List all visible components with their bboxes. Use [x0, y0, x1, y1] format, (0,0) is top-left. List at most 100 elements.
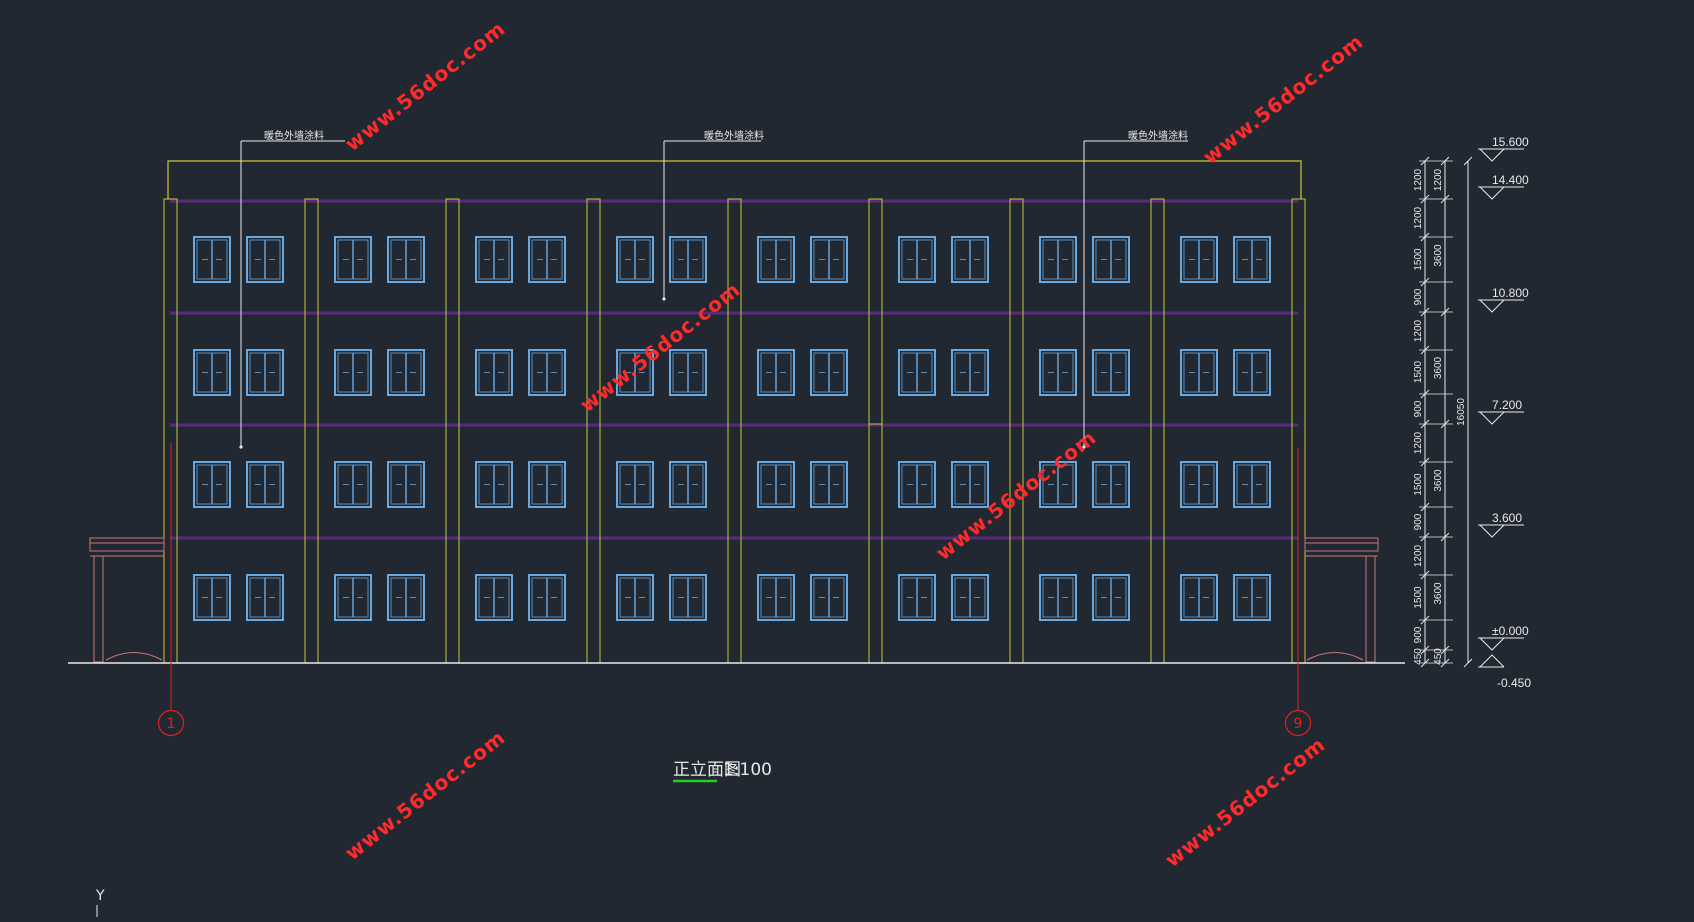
window: [1039, 574, 1077, 621]
segment-dim-text: 1500: [1413, 473, 1424, 496]
elevation-triangle: [1479, 148, 1505, 162]
dim-tick: [1440, 194, 1450, 204]
window: [951, 461, 989, 508]
window: [810, 236, 848, 283]
window: [1039, 461, 1077, 508]
window-frame: [387, 349, 425, 396]
elevation-text: 3.600: [1492, 511, 1522, 525]
window-frame: [1180, 236, 1218, 283]
dim-tick: [1420, 232, 1430, 242]
window-frame: [387, 236, 425, 283]
dim-tick: [1463, 658, 1473, 668]
window: [1180, 574, 1218, 621]
canopy-step: [105, 652, 163, 661]
window: [1233, 461, 1271, 508]
window-frame: [246, 236, 284, 283]
dim-tick: [1420, 194, 1430, 204]
window-frame: [898, 574, 936, 621]
annotation-text: 暖色外墙涂料: [1128, 129, 1188, 142]
floor-dim-text: 1200: [1433, 168, 1444, 191]
window-frame: [810, 574, 848, 621]
dim-tick: [1420, 156, 1430, 166]
window-frame: [193, 349, 231, 396]
window-frame: [1039, 461, 1077, 508]
canopy-column: [93, 555, 104, 663]
window-frame: [951, 574, 989, 621]
elevation-mark: -0.450: [1478, 654, 1531, 690]
window-frame: [757, 574, 795, 621]
dim-tick: [1420, 615, 1430, 625]
window: [1233, 574, 1271, 621]
parapet-outline: [167, 160, 1302, 199]
window: [193, 574, 231, 621]
window-frame: [1092, 574, 1130, 621]
window-frame: [810, 461, 848, 508]
window-frame: [669, 574, 707, 621]
window: [1233, 236, 1271, 283]
window: [616, 574, 654, 621]
dim-tick: [1420, 502, 1430, 512]
window: [1180, 236, 1218, 283]
elevation-triangle: [1479, 637, 1505, 651]
elevation-text: -0.450: [1497, 676, 1531, 690]
canopy: [1304, 537, 1379, 663]
axis-marker-9: 9: [1284, 448, 1312, 737]
window: [475, 461, 513, 508]
window: [1039, 236, 1077, 283]
window: [616, 236, 654, 283]
elevation-mark: ±0.000: [1478, 624, 1529, 651]
segment-dim-text: 450: [1413, 648, 1424, 665]
window: [387, 461, 425, 508]
window-frame: [193, 461, 231, 508]
window: [898, 349, 936, 396]
window-frame: [387, 574, 425, 621]
window-frame: [528, 574, 566, 621]
window-frame: [475, 349, 513, 396]
canopy-fascia: [89, 542, 165, 552]
window-frame: [334, 236, 372, 283]
window-frame: [1039, 349, 1077, 396]
window: [951, 236, 989, 283]
dim-tick: [1440, 307, 1450, 317]
window: [334, 349, 372, 396]
window-frame: [193, 236, 231, 283]
window: [528, 461, 566, 508]
window-frame: [1180, 349, 1218, 396]
elevation-mark: 15.600: [1478, 135, 1529, 162]
dim-tick: [1440, 658, 1450, 668]
window-frame: [475, 574, 513, 621]
window-frame: [246, 574, 284, 621]
window-frame: [193, 574, 231, 621]
annotation-text: 暖色外墙涂料: [704, 129, 764, 142]
floor-dim-text: 3600: [1433, 582, 1444, 605]
window: [669, 461, 707, 508]
dim-tick: [1440, 419, 1450, 429]
window-frame: [898, 236, 936, 283]
window: [475, 349, 513, 396]
window-frame: [757, 461, 795, 508]
window: [475, 574, 513, 621]
dim-tick: [1420, 345, 1430, 355]
dim-tick: [1420, 307, 1430, 317]
segment-dim-text: 1200: [1413, 319, 1424, 342]
window: [898, 461, 936, 508]
window: [528, 236, 566, 283]
title-scale: 1:100: [723, 760, 772, 780]
window-frame: [528, 349, 566, 396]
segment-dim-text: 1500: [1413, 360, 1424, 383]
elevation-text: 14.400: [1492, 173, 1529, 187]
elevation-text: 7.200: [1492, 398, 1522, 412]
dim-tick: [1420, 457, 1430, 467]
window: [1039, 349, 1077, 396]
window: [669, 574, 707, 621]
window-frame: [616, 349, 654, 396]
drawing-title: 正立面图 1:100: [673, 760, 772, 783]
title-text: 正立面图: [673, 760, 741, 780]
window: [757, 574, 795, 621]
elevation-text: 10.800: [1492, 286, 1529, 300]
window-frame: [951, 236, 989, 283]
segment-dim-text: 1200: [1413, 168, 1424, 191]
elevation-mark: 10.800: [1478, 286, 1529, 313]
dim-tick: [1420, 570, 1430, 580]
